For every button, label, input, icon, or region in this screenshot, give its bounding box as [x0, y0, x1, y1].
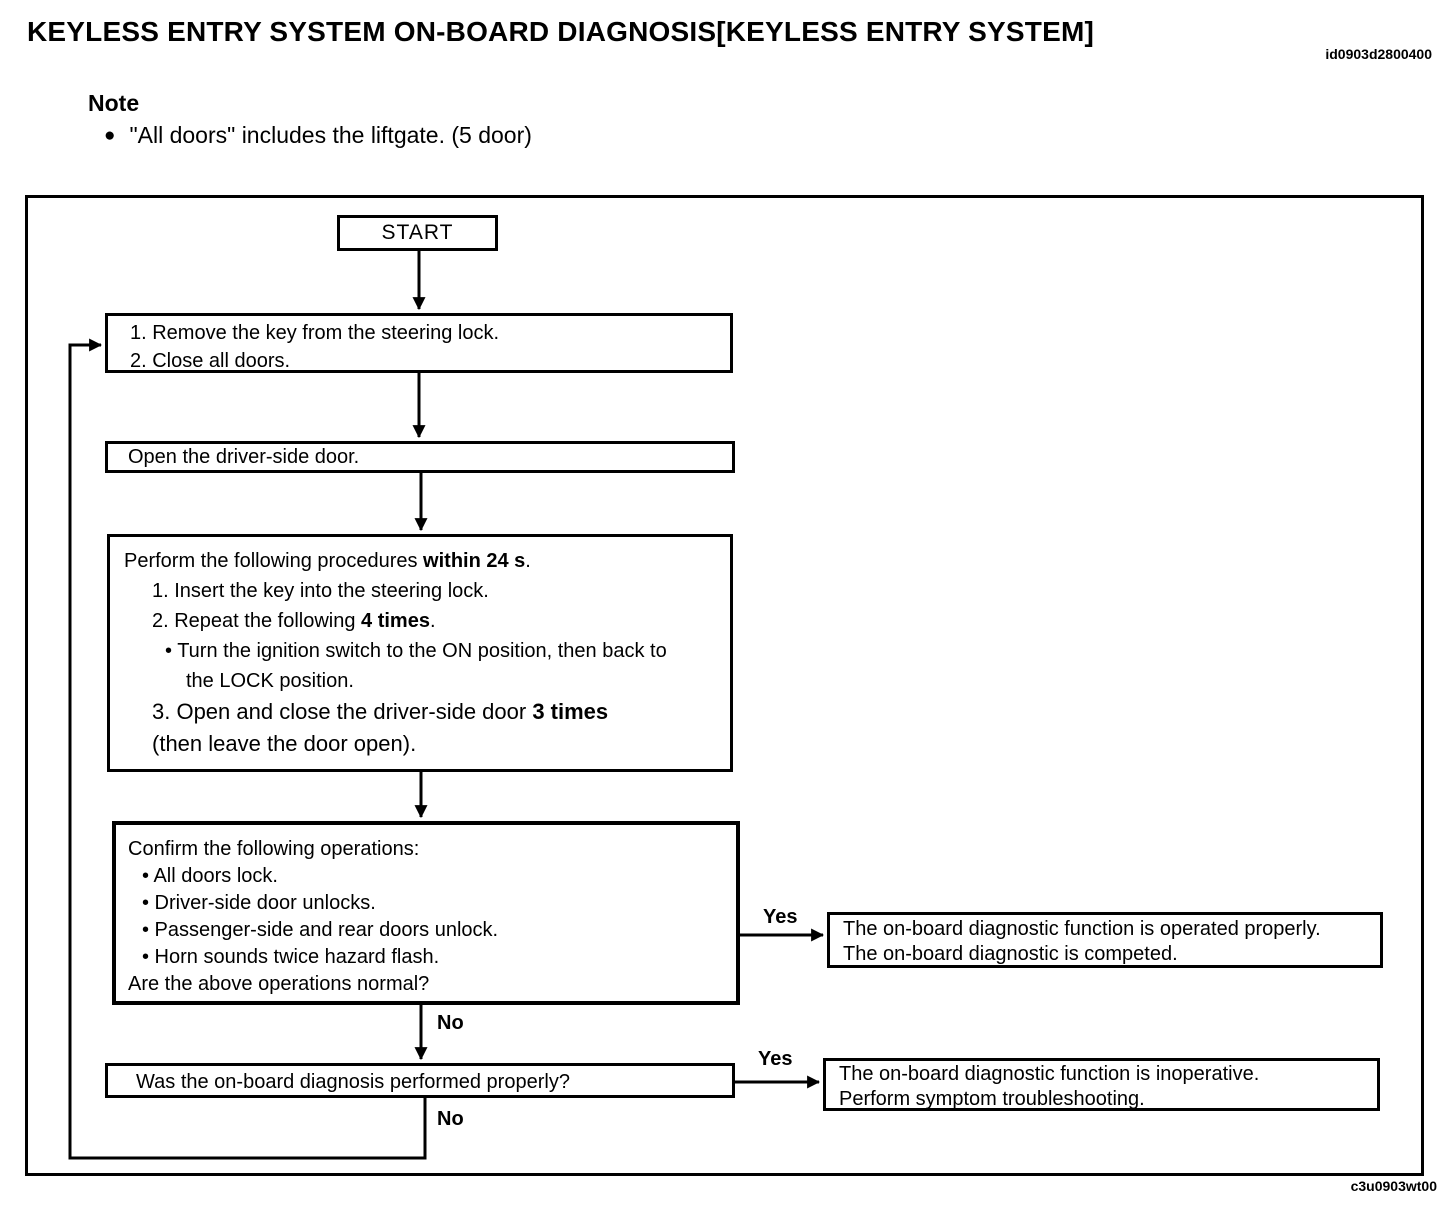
document-id-code: id0903d2800400: [1325, 46, 1432, 62]
flow-box-text-line: • Driver-side door unlocks.: [142, 892, 376, 914]
flowchart-border: [25, 195, 1424, 1176]
flow-box-text-line: 1. Insert the key into the steering lock…: [152, 580, 489, 602]
flow-box-text-line: The on-board diagnostic function is inop…: [839, 1063, 1260, 1085]
flow-box-text-line: Perform symptom troubleshooting.: [839, 1088, 1145, 1110]
flow-box-text-line: The on-board diagnostic is competed.: [843, 943, 1178, 965]
flow-box-text-line: The on-board diagnostic function is oper…: [843, 918, 1321, 940]
note-heading: Note: [88, 90, 140, 116]
branch-label-yes-confirm: Yes: [763, 906, 798, 928]
flow-box-result-inoperative: The on-board diagnostic function is inop…: [823, 1058, 1380, 1111]
flow-box-was-diagnosis-performed: Was the on-board diagnosis performed pro…: [105, 1063, 735, 1098]
flow-box-text-line: Are the above operations normal?: [128, 973, 430, 995]
flow-box-text-line: 2. Close all doors.: [130, 350, 291, 372]
flow-box-text-line: • Horn sounds twice hazard flash.: [142, 946, 440, 968]
branch-label-no-confirm: No: [437, 1012, 464, 1034]
flow-box-text-line: Was the on-board diagnosis performed pro…: [136, 1071, 570, 1093]
page-title: KEYLESS ENTRY SYSTEM ON-BOARD DIAGNOSIS[…: [27, 16, 1095, 47]
flow-box-text-line: • Passenger-side and rear doors unlock.: [142, 919, 499, 941]
flow-box-remove-key: 1. Remove the key from the steering lock…: [105, 313, 733, 373]
bullet-icon: ●: [104, 125, 116, 146]
flow-box-perform-procedures: Perform the following procedures within …: [107, 534, 733, 772]
flow-box-confirm-operations: Confirm the following operations: • All d…: [112, 821, 740, 1005]
flow-box-text-line: • Turn the ignition switch to the ON pos…: [165, 640, 667, 662]
note-bullet-text: "All doors" includes the liftgate. (5 do…: [129, 122, 532, 148]
flow-box-start: START: [337, 215, 498, 251]
flow-box-text-line: Confirm the following operations:: [128, 838, 420, 860]
flow-box-text-line: 1. Remove the key from the steering lock…: [130, 322, 500, 344]
flow-box-text-line: the LOCK position.: [186, 670, 354, 692]
flow-box-text-line: • All doors lock.: [142, 865, 278, 887]
flow-box-text-line: 2. Repeat the following 4 times.: [152, 610, 436, 632]
branch-label-yes-was-performed: Yes: [758, 1048, 793, 1070]
figure-code: c3u0903wt00: [1350, 1178, 1437, 1194]
flow-box-text-line: Open the driver-side door.: [128, 446, 360, 468]
flow-box-text-line: (then leave the door open).: [152, 731, 417, 756]
flow-box-text-line: Perform the following procedures within …: [124, 550, 531, 572]
flow-box-text-line: 3. Open and close the driver-side door 3…: [152, 699, 609, 724]
flow-box-result-operated-properly: The on-board diagnostic function is oper…: [827, 912, 1383, 968]
branch-label-no-was-performed: No: [437, 1108, 464, 1130]
note-bullet-item: ● "All doors" includes the liftgate. (5 …: [104, 122, 532, 150]
flow-box-open-driver-door: Open the driver-side door.: [105, 441, 735, 473]
